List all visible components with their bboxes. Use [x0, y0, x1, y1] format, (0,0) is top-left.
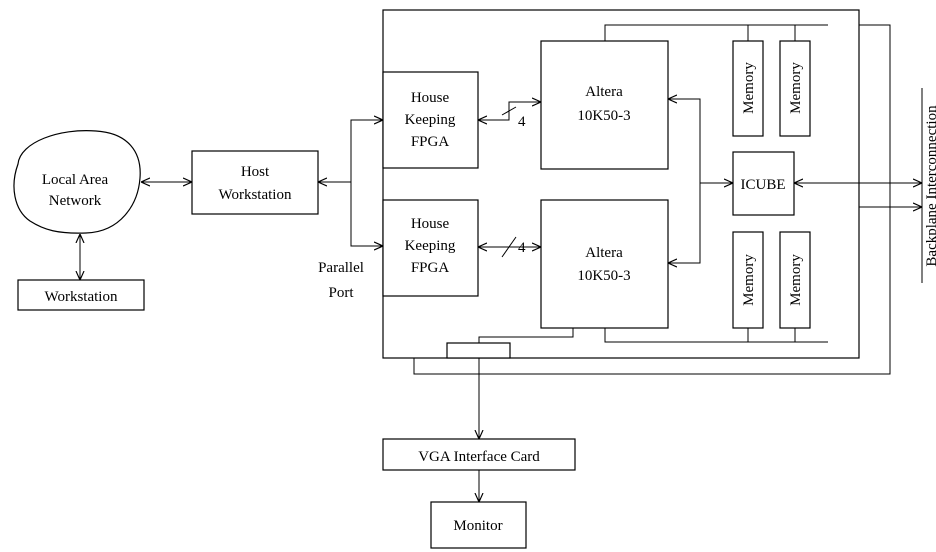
hk-fpga-bottom-line3: FPGA — [411, 260, 450, 276]
memory-bottom-1-node[interactable]: Memory — [732, 231, 764, 329]
memory-bottom-2-box — [779, 231, 811, 329]
memory-top-1-label: Memory — [741, 62, 757, 114]
parallel-port-label-line2: Port — [328, 285, 354, 301]
hk-fpga-top-box — [382, 71, 479, 169]
workstation-node[interactable]: Workstation — [17, 279, 145, 311]
bus-slash-top — [501, 106, 517, 116]
link-altera-top-icube — [668, 99, 701, 183]
link-altera-bottom-connector — [478, 328, 574, 343]
memory-top-1-box — [732, 40, 764, 137]
altera-bottom-box — [540, 199, 669, 329]
memory-top-1-node[interactable]: Memory — [732, 40, 764, 137]
bus-width-bottom-label: 4 — [518, 240, 526, 256]
hk-fpga-bottom-line2: Keeping — [405, 238, 456, 254]
icube-node[interactable]: ICUBE — [732, 151, 795, 216]
workstation-label: Workstation — [45, 289, 118, 305]
host-label-line2: Workstation — [219, 187, 292, 203]
parallel-port-label-line1: Parallel — [318, 260, 364, 276]
altera-bottom-node[interactable]: Altera 10K50-3 — [540, 199, 669, 329]
lan-label-line1: Local Area — [42, 172, 109, 188]
altera-bottom-line1: Altera — [585, 245, 623, 261]
hk-fpga-bottom-box — [382, 199, 479, 297]
memory-bottom-1-box — [732, 231, 764, 329]
hk-fpga-top-line1: House — [411, 90, 450, 106]
memory-bus-top — [604, 24, 828, 41]
altera-top-node[interactable]: Altera 10K50-3 — [540, 40, 669, 170]
host-label-line1: Host — [241, 164, 270, 180]
hk-fpga-top-line3: FPGA — [411, 134, 450, 150]
memory-top-2-label: Memory — [788, 62, 804, 114]
link-altera-bottom-icube — [668, 183, 701, 263]
memory-bottom-2-label: Memory — [788, 254, 804, 306]
altera-top-box — [540, 40, 669, 170]
icube-label: ICUBE — [741, 177, 786, 193]
memory-top-2-box — [779, 40, 811, 137]
altera-top-line1: Altera — [585, 84, 623, 100]
hk-fpga-top-line2: Keeping — [405, 112, 456, 128]
hk-fpga-bottom-node[interactable]: House Keeping FPGA — [382, 199, 479, 297]
hk-fpga-bottom-line1: House — [411, 216, 450, 232]
memory-bus-bottom — [604, 328, 828, 343]
memory-bottom-2-node[interactable]: Memory — [779, 231, 811, 329]
link-parallel-hk-bottom — [350, 182, 383, 246]
vga-card-label: VGA Interface Card — [418, 449, 540, 465]
memory-top-2-node[interactable]: Memory — [779, 40, 811, 137]
memory-bottom-1-label: Memory — [741, 254, 757, 306]
lan-label-line2: Network — [49, 193, 102, 209]
vga-card-node[interactable]: VGA Interface Card — [382, 438, 576, 471]
monitor-node[interactable]: Monitor — [430, 501, 527, 549]
workstation-box — [17, 279, 145, 311]
vga-card-box — [382, 438, 576, 471]
altera-top-line2: 10K50-3 — [577, 108, 630, 124]
lan-node[interactable]: Local Area Network — [13, 129, 141, 234]
altera-bottom-line2: 10K50-3 — [577, 268, 630, 284]
bus-slash-bottom — [501, 236, 517, 258]
lan-cloud-outline — [13, 129, 141, 234]
host-workstation-box — [191, 150, 319, 215]
bus-width-top-label: 4 — [518, 114, 526, 130]
hk-fpga-top-node[interactable]: House Keeping FPGA — [382, 71, 479, 169]
host-workstation-node[interactable]: Host Workstation — [191, 150, 319, 215]
link-parallel-hk-top — [350, 120, 383, 182]
monitor-label: Monitor — [453, 518, 502, 534]
vga-connector-block — [446, 342, 511, 359]
backplane-label: Backplane Interconnection — [924, 105, 936, 267]
link-board-loop — [413, 24, 891, 375]
